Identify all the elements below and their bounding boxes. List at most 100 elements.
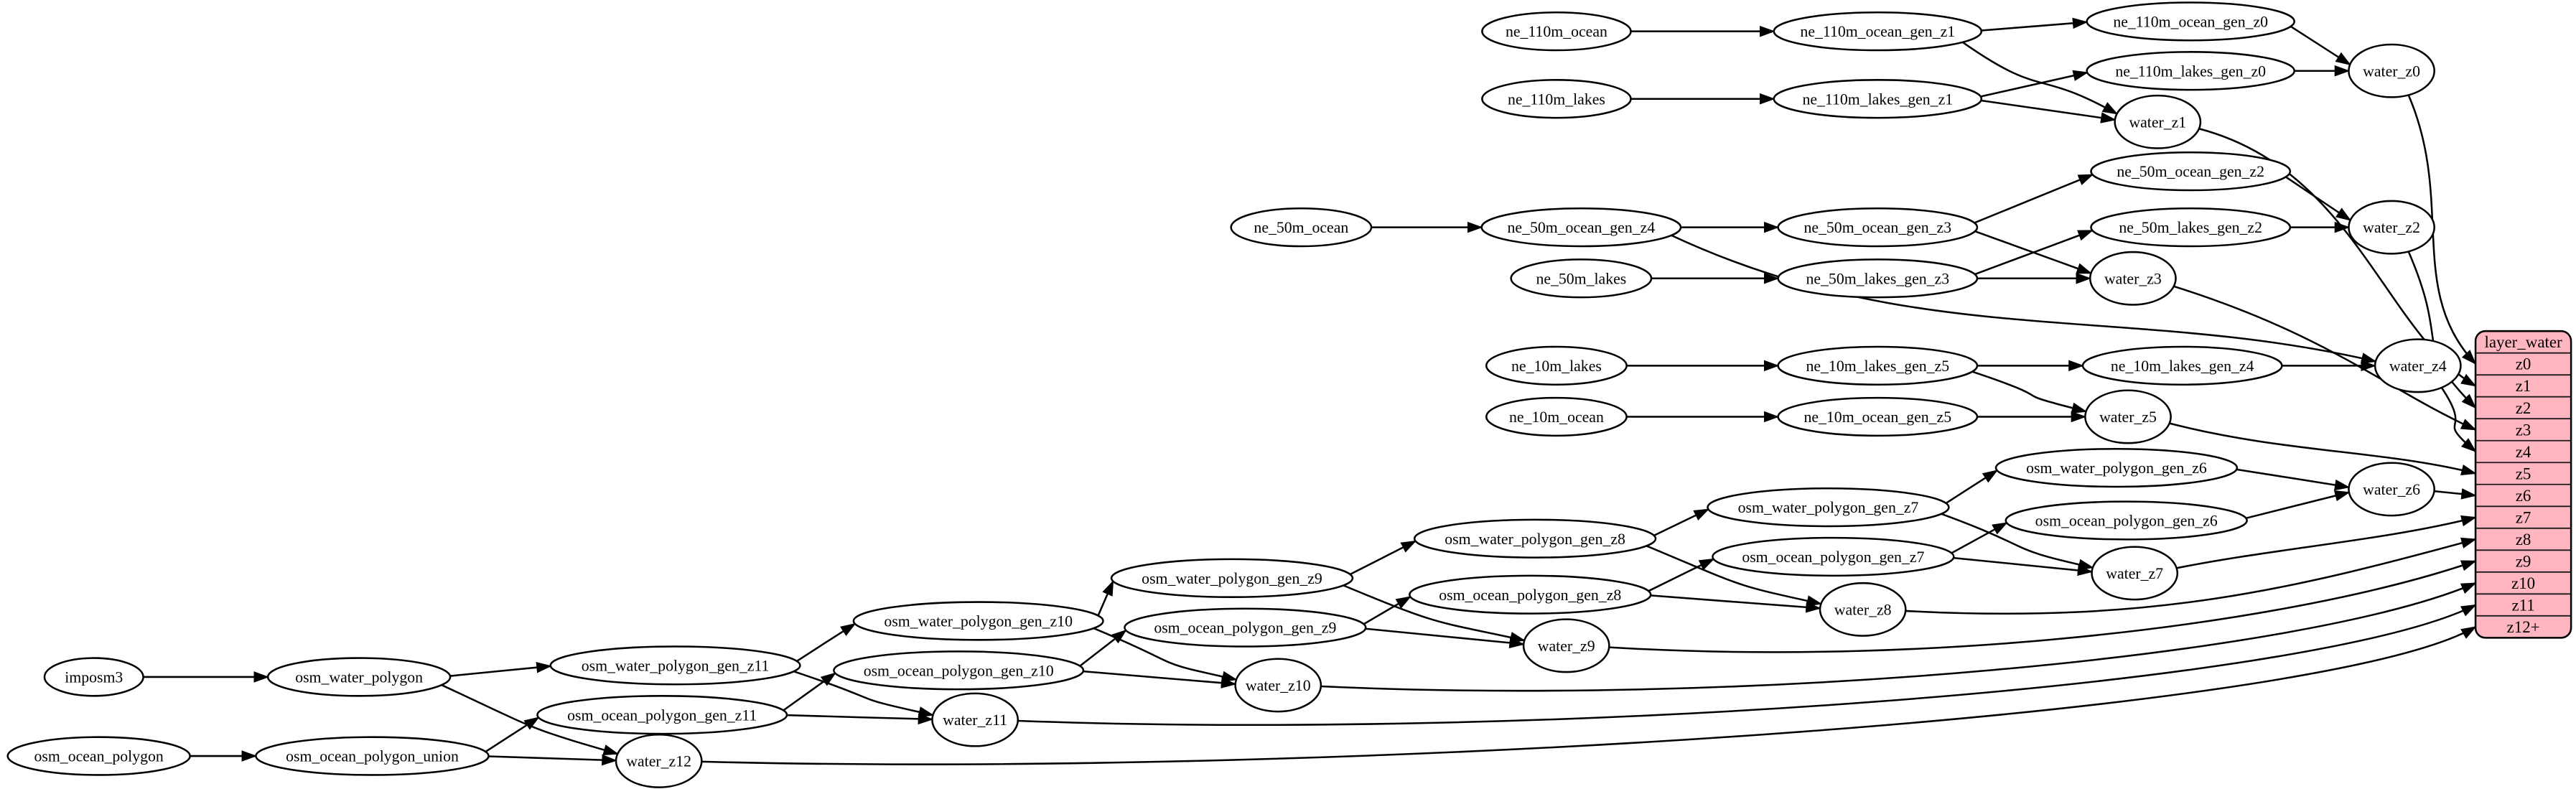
- nodes-layer: imposm3 osm_water_polygon osm_ocean_polygo…: [6, 1, 2462, 788]
- node-label: osm_water_polygon_gen_z9: [1142, 570, 1322, 587]
- node-water_z6: water_z6: [2348, 462, 2435, 517]
- node-ne_110m_lakes: ne_110m_lakes: [1481, 79, 1632, 119]
- node-ne_110m_ocean: ne_110m_ocean: [1481, 11, 1632, 52]
- node-shape: [2084, 389, 2172, 444]
- table-row-z1: z1: [2516, 377, 2531, 395]
- node-osm_ocean_polygon_gen_z6: osm_ocean_polygon_gen_z6: [2005, 500, 2248, 541]
- node-ne_50m_lakes_gen_z2: ne_50m_lakes_gen_z2: [2090, 207, 2292, 248]
- node-label: water_z12: [626, 753, 691, 770]
- node-label: ne_50m_lakes_gen_z2: [2119, 219, 2262, 236]
- edge-osm_ocean_polygon_gen_z9-to-osm_ocean_polygon_gen_z8: [1363, 596, 1412, 625]
- edge-ne_50m_lakes_gen_z3-to-ne_50m_lakes_gen_z2: [1974, 229, 2094, 276]
- table-header: layer_water: [2484, 333, 2562, 351]
- edge-ne_50m_ocean_gen_z2-to-water_z2: [2285, 176, 2352, 221]
- edge-water_z5-to-layer_water-z5: [2169, 422, 2477, 476]
- edge-osm_water_polygon_gen_z10-to-osm_water_polygon_gen_z9: [1097, 579, 1114, 617]
- node-ne_10m_lakes_gen_z5: ne_10m_lakes_gen_z5: [1777, 345, 1979, 386]
- node-shape: [2086, 51, 2295, 91]
- edge-water_z4-to-layer_water-z4: [2440, 387, 2477, 453]
- node-osm_water_polygon_gen_z10: osm_water_polygon_gen_z10: [852, 601, 1104, 641]
- table-layer-water: layer_waterz0z1z2z3z4z5z6z7z8z9z10z11z12…: [2474, 330, 2572, 639]
- node-label: osm_water_polygon_gen_z6: [2026, 459, 2207, 477]
- table-row-z3: z3: [2516, 421, 2531, 439]
- node-label: osm_ocean_polygon: [34, 748, 164, 765]
- edge-osm_ocean_polygon_gen_z8-to-water_z8: [1650, 594, 1821, 613]
- node-osm_ocean_polygon_gen_z8: osm_ocean_polygon_gen_z8: [1409, 574, 1652, 615]
- node-shape: [1994, 447, 2239, 488]
- table-row-z4: z4: [2516, 443, 2531, 461]
- node-shape: [2005, 500, 2248, 541]
- node-shape: [852, 601, 1104, 641]
- node-water_z5: water_z5: [2084, 389, 2172, 444]
- node-shape: [2114, 94, 2202, 149]
- node-shape: [931, 692, 1019, 747]
- node-label: water_z0: [2363, 62, 2420, 80]
- edge-osm_ocean_polygon_union-to-water_z12: [488, 754, 617, 766]
- table-row-z7: z7: [2516, 508, 2531, 526]
- edge-osm_ocean_polygon_union-to-osm_ocean_polygon_gen_z11: [485, 716, 540, 753]
- node-shape: [1712, 536, 1955, 577]
- node-imposm3: imposm3: [43, 657, 144, 697]
- node-shape: [255, 736, 490, 776]
- node-label: ne_110m_ocean_gen_z1: [1800, 23, 1955, 40]
- node-label: ne_110m_ocean_gen_z0: [2113, 13, 2268, 30]
- edge-water_z10-to-layer_water-z10: [1320, 582, 2477, 692]
- edge-osm_water_polygon_gen_z8-to-water_z8: [1646, 545, 1823, 607]
- node-shape: [1777, 258, 1979, 299]
- node-shape: [1777, 396, 1979, 437]
- node-label: ne_110m_lakes: [1508, 90, 1605, 108]
- node-shape: [2081, 345, 2283, 386]
- edge-ne_110m_lakes_gen_z1-to-water_z1: [1981, 99, 2117, 123]
- node-shape: [1522, 618, 1610, 673]
- node-water_z10: water_z10: [1234, 658, 1322, 713]
- node-shape: [2090, 207, 2292, 248]
- edge-osm_water_polygon_gen_z6-to-water_z6: [2236, 468, 2351, 491]
- node-label: ne_50m_ocean_gen_z4: [1508, 219, 1656, 236]
- node-shape: [2348, 462, 2435, 517]
- node-ne_50m_lakes: ne_50m_lakes: [1510, 258, 1653, 299]
- node-label: ne_110m_ocean: [1506, 23, 1607, 40]
- edge-water_z3-to-layer_water-z3: [2173, 285, 2477, 431]
- node-shape: [1409, 574, 1652, 615]
- table-row-z6: z6: [2516, 487, 2531, 505]
- edge-osm_ocean_polygon_gen_z8-to-osm_ocean_polygon_gen_z7: [1648, 558, 1715, 592]
- node-shape: [2348, 43, 2435, 98]
- node-water_z12: water_z12: [615, 733, 703, 788]
- node-shape: [1510, 258, 1653, 299]
- edge-osm_ocean_polygon_gen_z9-to-water_z9: [1365, 627, 1525, 649]
- edge-ne_10m_lakes_gen_z5-to-water_z5: [1971, 370, 2088, 414]
- table-row-z0: z0: [2516, 355, 2531, 373]
- node-label: osm_water_polygon_gen_z11: [582, 657, 770, 674]
- edge-osm_water_polygon_gen_z11-to-osm_water_polygon_gen_z10: [796, 622, 857, 662]
- node-label: water_z10: [1246, 677, 1311, 694]
- node-shape: [1485, 396, 1628, 437]
- node-osm_ocean_polygon_union: osm_ocean_polygon_union: [255, 736, 490, 776]
- table-row-z11: z11: [2511, 596, 2534, 614]
- node-label: water_z2: [2363, 219, 2420, 236]
- node-label: osm_water_polygon: [295, 669, 423, 686]
- node-water_z0: water_z0: [2348, 43, 2435, 98]
- edge-ne_50m_ocean_gen_z4-to-water_z4: [1671, 234, 2377, 364]
- edge-osm_ocean_polygon_gen_z7-to-osm_ocean_polygon_gen_z6: [1951, 522, 2008, 554]
- node-shape: [266, 657, 452, 697]
- node-shape: [1777, 345, 1979, 386]
- edge-osm_water_polygon_gen_z7-to-water_z7: [1941, 513, 2094, 571]
- edge-ne_110m_ocean_gen_z0-to-water_z0: [2290, 25, 2351, 66]
- node-osm_ocean_polygon: osm_ocean_polygon: [6, 736, 191, 776]
- node-label: water_z11: [943, 711, 1007, 729]
- node-shape: [1481, 11, 1632, 52]
- edge-osm_ocean_polygon_gen_z7-to-water_z7: [1953, 556, 2094, 576]
- node-water_z1: water_z1: [2114, 94, 2202, 149]
- node-ne_110m_ocean_gen_z0: ne_110m_ocean_gen_z0: [2086, 1, 2295, 42]
- node-label: ne_10m_lakes: [1511, 358, 1602, 375]
- node-ne_50m_ocean_gen_z3: ne_50m_ocean_gen_z3: [1777, 207, 1979, 248]
- node-shape: [2348, 200, 2435, 255]
- edge-osm_water_polygon-to-osm_water_polygon_gen_z11: [449, 661, 552, 677]
- node-shape: [2086, 1, 2295, 42]
- edge-water_z12-to-layer_water-z12+: [701, 626, 2477, 765]
- edge-osm_ocean_polygon_gen_z11-to-osm_ocean_polygon_gen_z10: [783, 672, 836, 711]
- node-ne_10m_lakes: ne_10m_lakes: [1485, 345, 1628, 386]
- node-shape: [1234, 658, 1322, 713]
- node-water_z3: water_z3: [2089, 251, 2177, 306]
